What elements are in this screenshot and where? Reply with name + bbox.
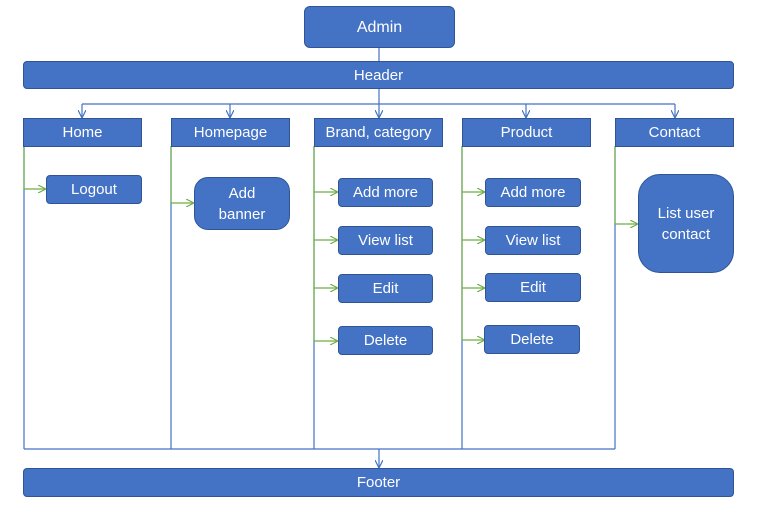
section-header-contact: Contact [615, 118, 734, 147]
node-list-user-contact: List user contact [638, 174, 734, 273]
child-connector-lines [23, 146, 637, 341]
header-to-sections-lines [82, 88, 675, 117]
node-add-banner: Add banner [194, 177, 290, 230]
node-brand-view-list: View list [338, 226, 433, 255]
node-brand-delete: Delete [338, 326, 433, 355]
node-brand-add-more: Add more [338, 178, 433, 207]
header-bar: Header [23, 61, 734, 89]
node-product-edit: Edit [485, 273, 581, 302]
section-header-brand-category: Brand, category [314, 118, 443, 147]
footer-bar: Footer [23, 468, 734, 497]
section-header-product: Product [462, 118, 591, 147]
node-logout: Logout [46, 175, 142, 204]
section-header-homepage: Homepage [171, 118, 290, 147]
node-product-delete: Delete [484, 325, 580, 354]
admin-node: Admin [304, 6, 455, 48]
node-brand-edit: Edit [338, 274, 433, 303]
node-product-view-list: View list [485, 226, 581, 255]
node-product-add-more: Add more [485, 178, 581, 207]
section-header-home: Home [23, 118, 142, 147]
